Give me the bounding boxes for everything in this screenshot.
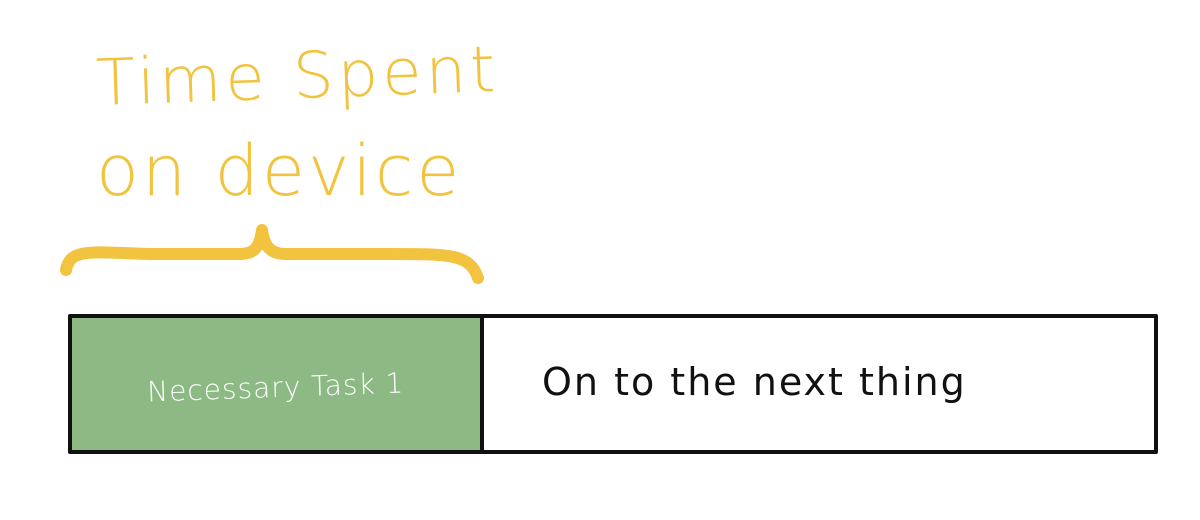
segment-necessary-task: Necessary Task 1 (72, 318, 484, 450)
timeline-bar: Necessary Task 1 On to the next thing (68, 314, 1158, 454)
segment-next-thing: On to the next thing (484, 318, 1154, 450)
segment-next-thing-label: On to the next thing (542, 360, 967, 404)
annotation-line-1: Time Spent (94, 32, 501, 122)
segment-necessary-task-label: Necessary Task 1 (146, 366, 406, 408)
annotation-line-2: on device (96, 130, 463, 212)
curly-brace (60, 224, 484, 284)
